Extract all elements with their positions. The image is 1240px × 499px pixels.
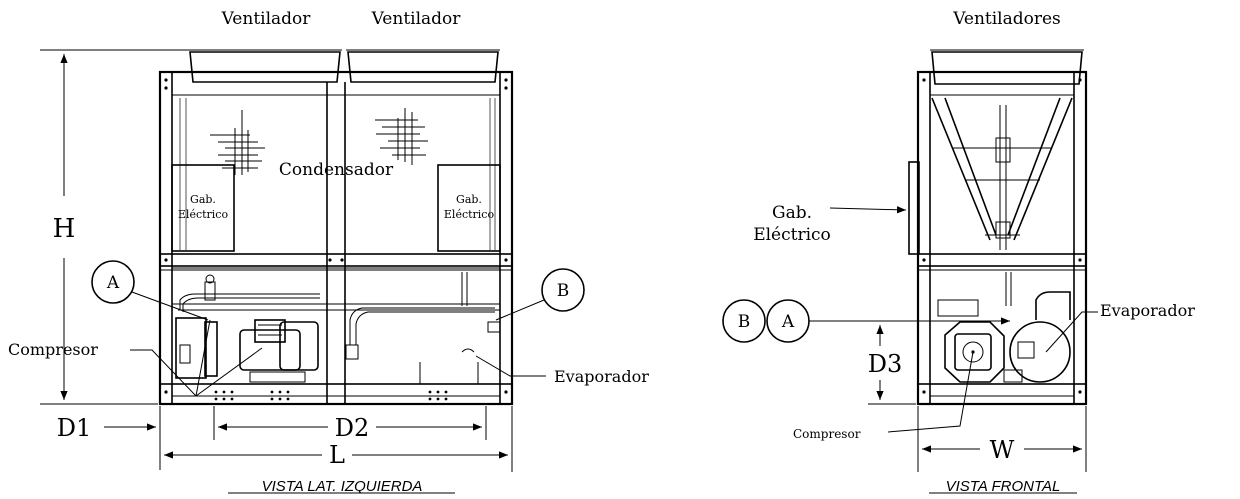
callout-a-side [91,260,209,321]
electrical-cabinet-front [908,161,920,255]
dim-d3-label: D3 [868,350,903,378]
electrical-cabinet-right [437,164,501,252]
callout-b-side-label: B [557,281,570,301]
dim-h-label: H [53,214,76,244]
cabinet-leader-front [829,206,907,214]
base-bolts-side [164,78,508,401]
dimension-d2 [213,406,487,440]
front-view [722,49,1098,494]
evaporator-front [1009,291,1071,383]
dimension-w [917,406,1087,472]
bolts-front [922,78,1082,394]
fan-label-2: Ventilador [371,9,462,29]
evaporator-side [419,321,501,384]
evaporator-leader-side [475,355,546,377]
cabinet-left-line2: Eléctrico [178,208,229,221]
cabinet-right-line1: Gab. [456,193,482,206]
dimension-d1 [104,406,161,470]
compressor-leader-side [130,347,263,397]
caption-front: VISTA FRONTAL [946,478,1061,495]
compressor-label-side: Compresor [8,340,98,359]
callout-b-side [495,268,585,321]
compressor-leader-front [887,351,974,433]
cabinet-right-line2: Eléctrico [444,208,495,221]
coil-hatch-left [210,110,265,175]
dim-l-label: L [329,441,345,469]
compressor-front [937,299,1023,383]
coil-hatch-right [375,108,428,165]
left-side-view [40,49,585,494]
fan-label-1: Ventilador [221,9,312,29]
dim-d2-label: D2 [335,414,370,442]
callout-b-front [722,299,766,343]
cabinet-front-line1: Gab. [772,203,812,223]
compressor-side [175,317,319,383]
fans-label-front: Ventiladores [952,9,1061,29]
unit-frame-front [916,70,1088,406]
dimension-h [40,49,188,405]
electrical-cabinet-left [171,164,235,252]
caption-side: VISTA LAT. IZQUIERDA [262,478,423,495]
fan-front [930,49,1084,85]
callout-b-front-label: B [738,312,751,332]
dimension-l [164,406,513,472]
compressor-label-front: Compresor [793,427,861,441]
fan-right [346,49,500,83]
dim-w-label: W [990,436,1015,464]
piping-side [172,267,500,360]
cabinet-left-line1: Gab. [190,193,216,206]
dim-d1-label: D1 [57,414,92,442]
evaporator-leader-front [1045,311,1098,353]
evaporator-label-front: Evaporador [1100,301,1195,320]
dimension-d3 [868,325,916,405]
fan-left [188,49,342,83]
cabinet-front-line2: Eléctrico [753,225,831,245]
callout-a-front [766,299,1010,343]
condenser-label: Condensador [279,160,394,180]
evaporator-label-side: Evaporador [554,367,649,386]
callout-a-front-label: A [781,312,795,332]
unit-frame-side [158,70,514,406]
callout-a-side-label: A [106,273,120,293]
